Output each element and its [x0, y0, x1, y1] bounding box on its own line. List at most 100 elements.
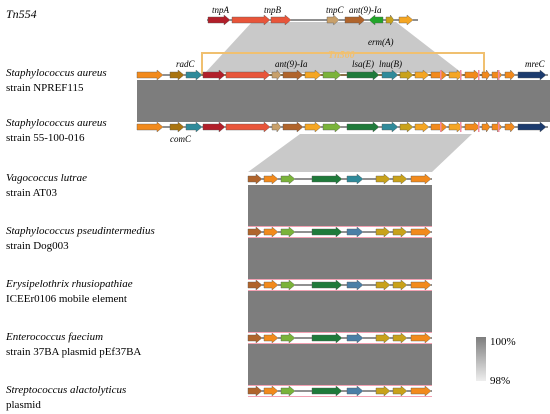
tnpC-label: tnpC — [326, 5, 345, 15]
boundary-line-salactolyticus-plasmid-1 — [248, 385, 432, 386]
ant9-tn554-label: ant(9)-Ia — [349, 5, 382, 15]
gene-efaecium-pef37ba-4 — [311, 332, 343, 344]
gene-efaecium-pef37ba-5 — [346, 332, 364, 344]
gene-efaecium-pef37ba-6 — [375, 332, 391, 344]
strain-species-2: Staphylococcus aureus — [6, 117, 107, 129]
repeat-marker-saureus-npref115-4 — [498, 70, 500, 80]
gene-saureus-55-100-016-9 — [322, 121, 342, 133]
gene-spseudintermedius-dog003-8 — [410, 226, 432, 238]
gene-salactolyticus-plasmid-8 — [410, 385, 432, 397]
gene-saureus-55-100-016-8 — [304, 121, 322, 133]
gene-erysipelothrix-icer0106-1 — [247, 279, 263, 291]
strain-species-5: Erysipelothrix rhusiopathiae — [5, 278, 133, 290]
gene-erysipelothrix-icer0106-6 — [375, 279, 391, 291]
strain-name-1: strain NPREF115 — [6, 82, 84, 94]
gene-saureus-npref115-20 — [517, 69, 547, 81]
repeat-marker-saureus-npref115-1 — [440, 70, 442, 80]
orf2-tn554 — [398, 14, 414, 26]
gene-vagococcus-at03-1 — [247, 173, 263, 185]
gene-saureus-55-100-016-12 — [399, 121, 414, 133]
gene-saureus-npref115-18 — [491, 69, 503, 81]
gene-salactolyticus-plasmid-7 — [392, 385, 408, 397]
lnuB-label: lnu(B) — [379, 59, 402, 69]
strain-species-3: Vagococcus lutrae — [6, 172, 87, 184]
gene-efaecium-pef37ba-7 — [392, 332, 408, 344]
gene-saureus-npref115-12 — [399, 69, 414, 81]
gene-saureus-npref115-1 — [136, 69, 164, 81]
gene-track-saureus-npref115 — [136, 69, 548, 81]
gene-spseudintermedius-dog003-2 — [263, 226, 279, 238]
gene-vagococcus-at03-5 — [346, 173, 364, 185]
gene-salactolyticus-plasmid-1 — [247, 385, 263, 397]
gene-spseudintermedius-dog003-4 — [311, 226, 343, 238]
gene-efaecium-pef37ba-2 — [263, 332, 279, 344]
strain-species-1: Staphylococcus aureus — [6, 67, 107, 79]
strain-name-4: strain Dog003 — [6, 240, 69, 252]
tnpB-ext-gene — [270, 14, 292, 26]
gene-saureus-npref115-3 — [185, 69, 203, 81]
gene-saureus-55-100-016-6 — [271, 121, 282, 133]
gene-spseudintermedius-dog003-3 — [280, 226, 296, 238]
gene-salactolyticus-plasmid-5 — [346, 385, 364, 397]
identity-legend-bar — [476, 337, 486, 381]
strain-name-7: plasmid — [6, 399, 41, 411]
comC-label: comC — [170, 134, 192, 144]
boundary-line-spseudintermedius-dog003-1 — [248, 226, 432, 227]
repeat-marker-saureus-55-100-016-3 — [478, 122, 480, 132]
gene-saureus-55-100-016-4 — [202, 121, 226, 133]
gene-saureus-55-100-016-5 — [225, 121, 271, 133]
tnpC-gene — [326, 14, 340, 26]
strain-species-4: Staphylococcus pseudintermedius — [6, 225, 155, 237]
gene-saureus-npref115-2 — [169, 69, 185, 81]
boundary-line-salactolyticus-plasmid-2 — [248, 396, 432, 397]
gene-saureus-55-100-016-7 — [282, 121, 304, 133]
gene-erysipelothrix-icer0106-4 — [311, 279, 343, 291]
gene-saureus-npref115-16 — [464, 69, 481, 81]
gene-saureus-55-100-016-17 — [481, 121, 491, 133]
gene-saureus-npref115-8 — [304, 69, 322, 81]
gene-saureus-npref115-6 — [271, 69, 282, 81]
gene-efaecium-pef37ba-1 — [247, 332, 263, 344]
gene-track-erysipelothrix-icer0106 — [247, 279, 432, 291]
legend-low-label: 98% — [490, 375, 510, 387]
identity-band-lower-1 — [248, 185, 432, 226]
gene-saureus-55-100-016-13 — [414, 121, 430, 133]
repeat-marker-saureus-55-100-016-1 — [440, 122, 442, 132]
gene-saureus-npref115-4 — [202, 69, 226, 81]
gene-saureus-55-100-016-2 — [169, 121, 185, 133]
identity-band-saureus — [137, 80, 550, 122]
boundary-line-spseudintermedius-dog003-2 — [248, 237, 432, 238]
identity-band-lower-3 — [248, 291, 432, 332]
tnpA-gene — [207, 14, 231, 26]
gene-track-salactolyticus-plasmid — [247, 385, 432, 397]
legend-high-label: 100% — [490, 336, 516, 348]
radC-label: radC — [176, 59, 196, 69]
gene-saureus-npref115-13 — [414, 69, 430, 81]
gene-saureus-55-100-016-16 — [464, 121, 481, 133]
boundary-line-erysipelothrix-icer0106-2 — [248, 290, 432, 291]
gene-salactolyticus-plasmid-6 — [375, 385, 391, 397]
gene-vagococcus-at03-8 — [410, 173, 432, 185]
gene-saureus-55-100-016-18 — [491, 121, 503, 133]
gene-saureus-npref115-5 — [225, 69, 271, 81]
boundary-line-efaecium-pef37ba-2 — [248, 343, 432, 344]
gene-erysipelothrix-icer0106-5 — [346, 279, 364, 291]
gene-erysipelothrix-icer0106-2 — [263, 279, 279, 291]
tn560-label: Tn560 — [328, 50, 355, 61]
gene-saureus-55-100-016-10 — [346, 121, 380, 133]
tnpB-label: tnpB — [264, 5, 282, 15]
tn554-title: Tn554 — [6, 7, 37, 21]
gene-vagococcus-at03-6 — [375, 173, 391, 185]
gene-spseudintermedius-dog003-5 — [346, 226, 364, 238]
gene-spseudintermedius-dog003-6 — [375, 226, 391, 238]
lsaE-label: lsa(E) — [352, 59, 374, 69]
gene-track-efaecium-pef37ba — [247, 332, 432, 344]
gene-vagococcus-at03-7 — [392, 173, 408, 185]
gene-efaecium-pef37ba-3 — [280, 332, 296, 344]
gene-track-saureus-55-100-016 — [136, 121, 548, 133]
ermA-label: erm(A) — [368, 37, 394, 47]
gene-saureus-npref115-11 — [381, 69, 399, 81]
gene-saureus-npref115-9 — [322, 69, 342, 81]
strain-name-3: strain AT03 — [6, 187, 58, 199]
identity-band-lower-4 — [248, 344, 432, 385]
